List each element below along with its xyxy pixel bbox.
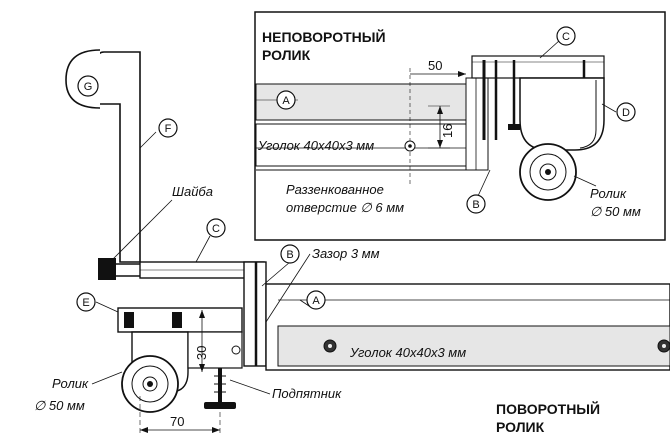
svg-text:F: F	[165, 123, 172, 135]
svg-text:E: E	[82, 297, 89, 309]
detail-wheel	[519, 143, 577, 201]
main-wheel-label-line2: ∅ 50 мм	[34, 398, 85, 413]
svg-text:B: B	[472, 199, 479, 211]
dimension-30: 30	[194, 310, 209, 372]
detail-dimension-50: 50	[409, 58, 466, 186]
detail-hole-label-line1: Раззенкованное	[286, 182, 384, 197]
main-wheel-label-line1: Ролик	[52, 376, 89, 391]
detail-wheel-label-line2: ∅ 50 мм	[590, 204, 641, 219]
callout-a-detail: A	[276, 90, 296, 110]
detail-title-line1: НЕПОВОРОТНЫЙ	[262, 28, 386, 45]
detail-hole-label-line2: отверстие ∅ 6 мм	[286, 200, 404, 215]
callout-markers: A C D B G F C B	[76, 26, 636, 312]
callout-e: E	[76, 292, 96, 312]
svg-text:A: A	[282, 95, 290, 107]
callout-b: B	[280, 244, 300, 264]
detail-wheel-label-line1: Ролик	[590, 186, 627, 201]
handle-tube	[97, 51, 141, 263]
dimension-70: 70	[139, 396, 221, 436]
foot-pad	[204, 368, 236, 409]
detail-angle-label: Уголок 40х40х3 мм	[257, 138, 374, 153]
main-title-line2: РОЛИК	[496, 419, 545, 435]
svg-text:B: B	[286, 249, 293, 261]
detail-title-line2: РОЛИК	[262, 47, 311, 63]
svg-text:G: G	[84, 81, 93, 93]
swivel-wheel	[121, 355, 179, 413]
svg-text:D: D	[622, 107, 630, 119]
detail-angle-profile	[255, 123, 469, 167]
dim-70-label: 70	[170, 414, 184, 429]
washer-label: Шайба	[172, 184, 213, 199]
washer-bolt-head	[98, 258, 116, 280]
callout-c: C	[206, 218, 226, 238]
gap-label: Зазор 3 мм	[312, 246, 380, 261]
main-angle-label: Уголок 40х40х3 мм	[349, 345, 466, 360]
dim-30-label: 30	[194, 346, 209, 360]
detail-fixed-caster: НЕПОВОРОТНЫЙ РОЛИК	[254, 11, 666, 241]
svg-text:C: C	[562, 31, 570, 43]
foot-pad-label: Подпятник	[272, 386, 342, 401]
callout-g: G	[77, 75, 99, 97]
callout-f: F	[158, 118, 178, 138]
main-title-line1: ПОВОРОТНЫЙ	[496, 400, 600, 417]
callout-a: A	[306, 290, 326, 310]
callout-d-detail: D	[616, 102, 636, 122]
detail-dim-50-label: 50	[428, 58, 442, 73]
callout-b-detail: B	[466, 194, 486, 214]
main-swivel-caster: 30 70 Шайба Зазор 3 мм Уголок 40х40х3 мм…	[34, 49, 670, 436]
callout-c-detail: C	[556, 26, 576, 46]
svg-text:A: A	[312, 295, 320, 307]
rivet-icon	[323, 339, 670, 353]
svg-text:C: C	[212, 223, 220, 235]
angle-profile	[277, 325, 670, 367]
detail-caster-bracket	[519, 77, 605, 151]
detail-dim-16-label: 16	[440, 124, 455, 138]
detail-dimension-16: 16	[428, 105, 455, 149]
